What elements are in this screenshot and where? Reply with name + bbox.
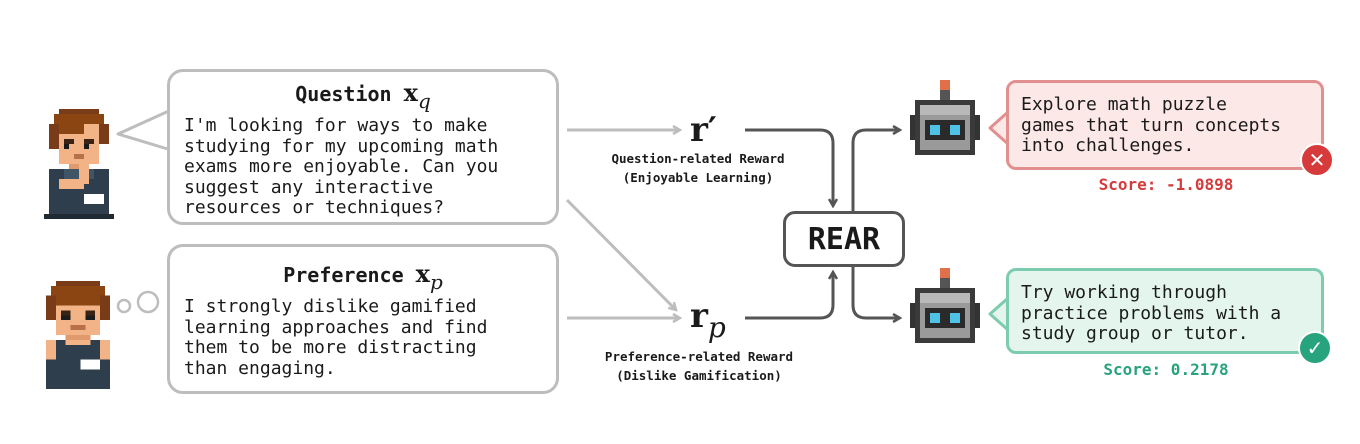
preference-title-text: Preference	[283, 263, 404, 287]
rear-model-box: REAR	[783, 211, 905, 267]
preference-symbol: x	[415, 259, 430, 288]
preference-title: Preference xp	[170, 259, 556, 294]
rear-to-robot-top-arrow	[851, 130, 900, 211]
thought-dot-small	[116, 298, 132, 314]
thought-dot-large	[136, 290, 160, 314]
response-tails	[988, 110, 1009, 332]
preference-subscript: p	[429, 270, 443, 294]
response-rejected: Explore math puzzle games that turn conc…	[1006, 80, 1324, 170]
qreward-to-rear-arrow	[745, 128, 833, 206]
question-title: Question xq	[170, 78, 556, 113]
question-reward-label: Question-related Reward (Enjoyable Learn…	[611, 151, 785, 185]
preward-to-rear-arrow	[745, 272, 833, 320]
question-to-preference-reward-arrow	[565, 198, 676, 310]
preference-reward-r: r	[690, 296, 708, 336]
question-title-text: Question	[295, 82, 392, 106]
response-rejected-text: Explore math puzzle games that turn conc…	[1021, 94, 1282, 156]
question-symbol: x	[403, 78, 418, 107]
accept-icon: ✓	[1298, 331, 1332, 365]
rear-label: REAR	[807, 221, 881, 257]
preference-text: I strongly dislike gamified learning app…	[184, 296, 488, 379]
robot-bottom-icon	[910, 268, 980, 343]
rear-to-robot-bottom-arrow	[851, 267, 900, 318]
preference-reward-label: Preference-related Reward (Dislike Gamif…	[604, 349, 794, 383]
question-bubble-tail	[116, 108, 172, 152]
question-text: I'm looking for ways to make studying fo…	[184, 115, 499, 218]
robot-top-icon	[910, 80, 980, 155]
response-accepted-score: Score: 0.2178	[1103, 360, 1229, 379]
question-subscript: q	[417, 89, 431, 113]
preference-reward-subscript: p	[707, 311, 726, 344]
reject-icon: ✕	[1300, 143, 1334, 177]
preference-bubble: Preference xp I strongly dislike gamifie…	[167, 244, 559, 394]
preference-user-avatar	[46, 280, 110, 390]
response-accepted-text: Try working through practice problems wi…	[1021, 282, 1282, 344]
response-rejected-score: Score: -1.0898	[1098, 175, 1234, 194]
thinking-user-avatar	[44, 109, 114, 219]
question-reward-symbol: r′	[690, 110, 717, 150]
response-accepted: Try working through practice problems wi…	[1006, 268, 1324, 354]
preference-reward-symbol: rp	[690, 296, 726, 344]
question-bubble: Question xq I'm looking for ways to make…	[167, 69, 559, 225]
